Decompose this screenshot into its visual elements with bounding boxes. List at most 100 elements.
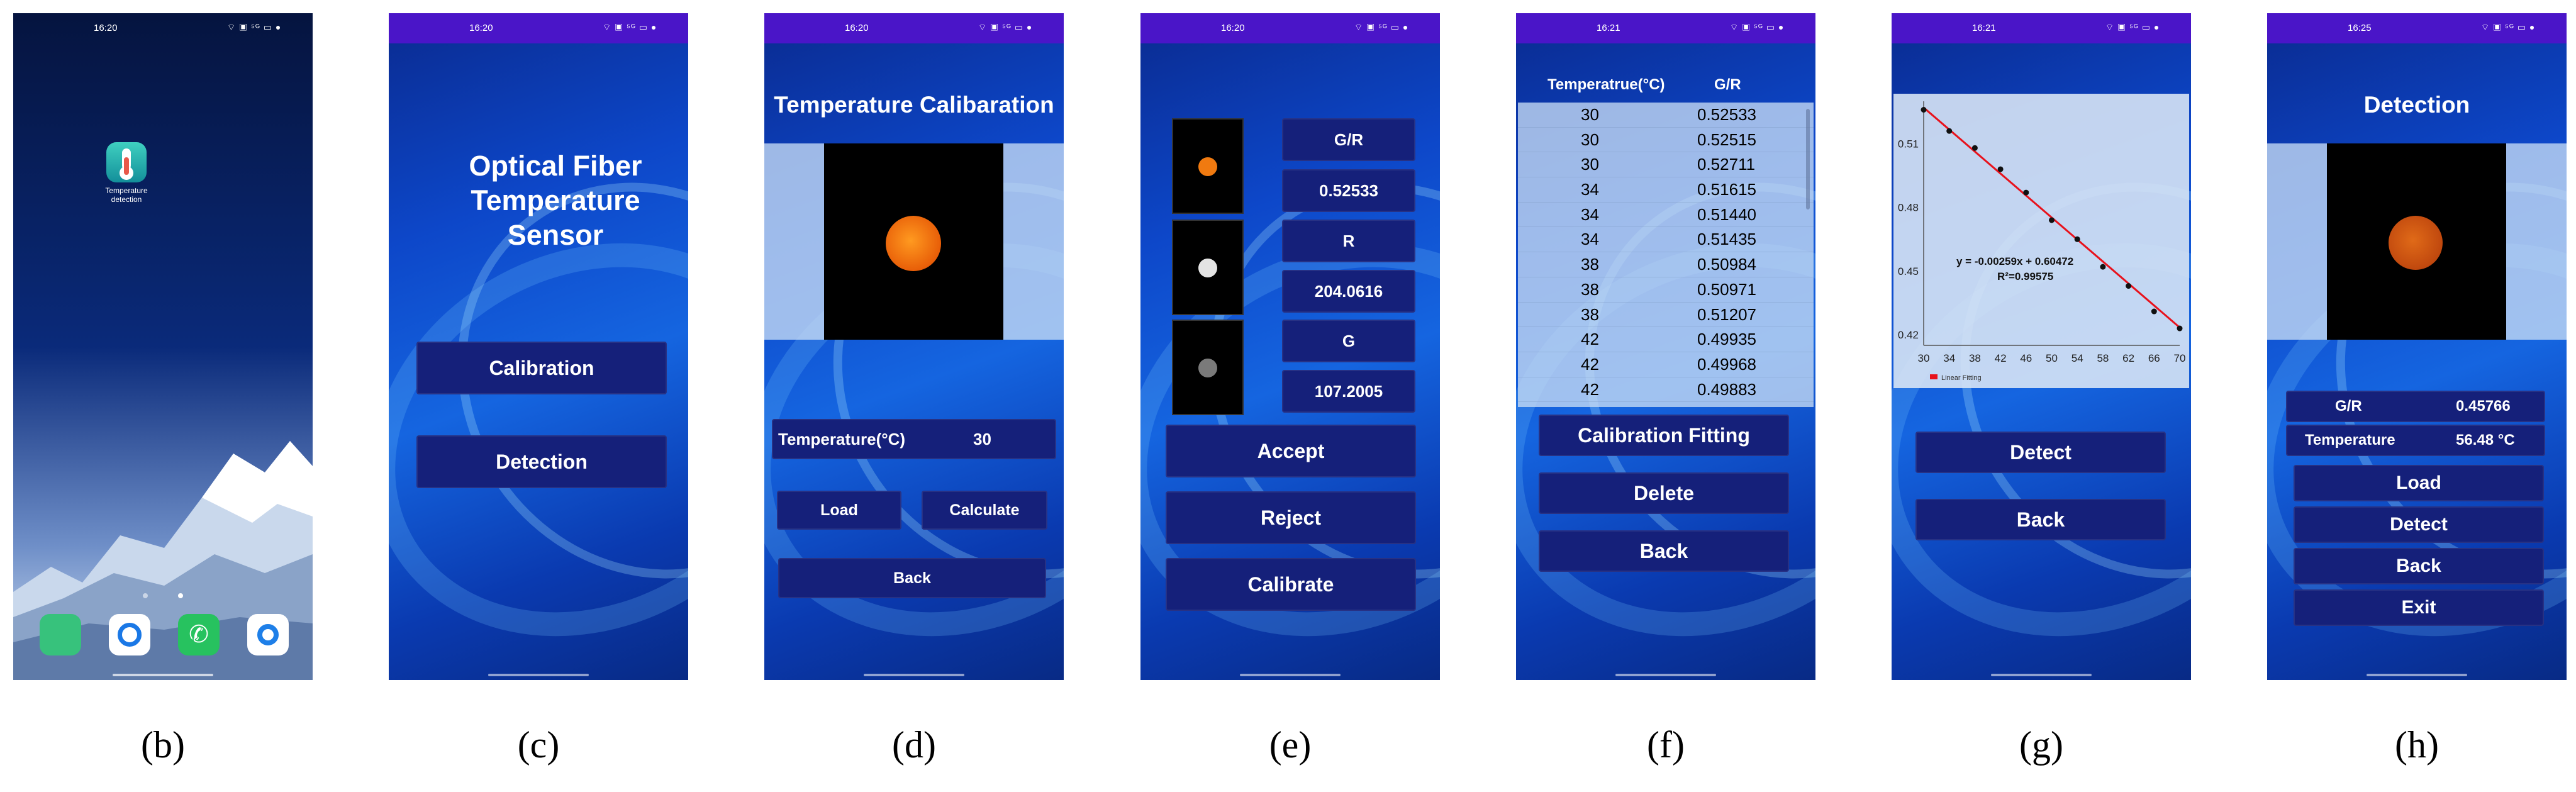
column-header-temperature: Temperatrue(°C) (1547, 76, 1665, 93)
home-indicator (1615, 674, 1716, 676)
status-icons: ⌔ ▣ ⁵ᴳ ▭ ● (603, 22, 657, 32)
table-row[interactable]: 42 0.49968 (1518, 352, 1814, 377)
data-point (1997, 166, 2004, 172)
status-time: 16:21 (1597, 23, 1620, 33)
back-button[interactable]: Back (778, 558, 1046, 598)
page-dot (143, 593, 148, 598)
legend-label: Linear Fitting (1941, 374, 1982, 382)
phone-app-icon[interactable]: ✆ (178, 614, 220, 655)
status-time: 16:20 (94, 23, 118, 33)
data-point (2023, 189, 2029, 196)
gr-value: 0.45766 (2456, 398, 2511, 415)
table-row[interactable]: 30 0.52515 (1518, 128, 1814, 153)
thermometer-app-icon[interactable] (106, 142, 147, 182)
temperature-input-row[interactable]: Temperature(°C) 30 (772, 419, 1056, 459)
page-dot-active (178, 593, 183, 598)
status-icons: ⌔ ▣ ⁵ᴳ ▭ ● (227, 22, 282, 32)
data-point (2100, 264, 2106, 270)
y-tick-label: 0.51 (1898, 138, 1919, 150)
data-point (1946, 128, 1953, 134)
load-button[interactable]: Load (2294, 465, 2544, 501)
fiber-light-spot (2389, 216, 2443, 270)
status-icons: ⌔ ▣ ⁵ᴳ ▭ ● (978, 22, 1033, 32)
data-point (2074, 236, 2080, 242)
mountain-wallpaper (13, 441, 313, 680)
reject-button[interactable]: Reject (1166, 491, 1416, 544)
screen-rgb-measurement: 16:20 ⌔ ▣ ⁵ᴳ ▭ ● G/R 0.52533 R 204.0616 … (1140, 13, 1440, 680)
calibration-button[interactable]: Calibration (416, 342, 667, 394)
detect-button[interactable]: Detect (1915, 432, 2166, 473)
status-icons: ⌔ ▣ ⁵ᴳ ▭ ● (1354, 22, 1409, 32)
page-title: Temperature Calibaration (774, 92, 1054, 118)
calculate-button[interactable]: Calculate (922, 491, 1047, 530)
home-indicator (2367, 674, 2467, 676)
calibration-fitting-button[interactable]: Calibration Fitting (1539, 415, 1789, 456)
g-value-box: 107.2005 (1282, 370, 1415, 413)
temperature-cell: 42 (1581, 330, 1599, 349)
temperature-input[interactable]: 30 (973, 430, 991, 449)
browser-app-icon[interactable] (109, 614, 150, 655)
temperature-cell: 42 (1581, 354, 1599, 374)
files-app-icon[interactable] (40, 614, 81, 655)
gr-label: G/R (2335, 398, 2362, 415)
x-tick-label: 54 (2071, 352, 2083, 364)
table-scrollbar[interactable] (1806, 109, 1810, 209)
table-row[interactable]: 460.48694 (1518, 402, 1814, 407)
app-temperature-detection[interactable]: Temperature detection (95, 142, 158, 204)
y-tick-label: 0.42 (1898, 329, 1919, 341)
exit-button[interactable]: Exit (2294, 589, 2544, 626)
data-point (1921, 106, 1927, 113)
column-header-gr: G/R (1714, 76, 1741, 93)
gr-cell: 0.52515 (1697, 130, 1756, 149)
temperature-value: 56.48 °C (2456, 432, 2515, 449)
grey-spot-icon (1198, 359, 1217, 377)
gr-cell: 0.52533 (1697, 105, 1756, 124)
detection-button[interactable]: Detection (416, 435, 667, 488)
status-bar: 16:20 ⌔ ▣ ⁵ᴳ ▭ ● (764, 13, 1064, 43)
caption-g: (g) (2019, 724, 2063, 766)
x-tick-label: 62 (2122, 352, 2134, 364)
load-button[interactable]: Load (777, 491, 901, 530)
temperature-cell: 30 (1581, 130, 1599, 149)
data-point (2126, 283, 2132, 289)
accept-button[interactable]: Accept (1166, 425, 1416, 477)
r-label-box: R (1282, 220, 1415, 262)
screen-home: 16:20 ⌔ ▣ ⁵ᴳ ▭ ● Temperature detection ✆ (13, 13, 313, 680)
caption-b: (b) (141, 724, 185, 766)
y-tick-label: 0.48 (1898, 202, 1919, 214)
back-button[interactable]: Back (1539, 530, 1789, 572)
legend-swatch (1930, 374, 1938, 379)
camera-preview (2327, 143, 2506, 340)
delete-button[interactable]: Delete (1539, 472, 1789, 514)
detect-button[interactable]: Detect (2294, 506, 2544, 543)
color-image-thumb (1172, 118, 1244, 214)
x-tick-label: 70 (2174, 352, 2186, 364)
back-button[interactable]: Back (2294, 548, 2544, 584)
status-bar: 16:20 ⌔ ▣ ⁵ᴳ ▭ ● (389, 13, 688, 43)
fiber-light-spot (886, 216, 941, 271)
gr-cell: 0.48694 (1697, 402, 1756, 407)
app-title: Optical Fiber Temperature Sensor (469, 150, 642, 251)
camera-app-icon[interactable] (247, 614, 289, 655)
temperature-cell: 42 (1581, 379, 1599, 399)
temperature-result-row: Temperature 56.48 °C (2286, 425, 2545, 456)
gr-cell: 0.49968 (1697, 354, 1756, 374)
back-button[interactable]: Back (1915, 499, 2166, 540)
home-indicator (1991, 674, 2092, 676)
calibrate-button[interactable]: Calibrate (1166, 558, 1416, 611)
red-channel-thumb (1172, 220, 1244, 315)
